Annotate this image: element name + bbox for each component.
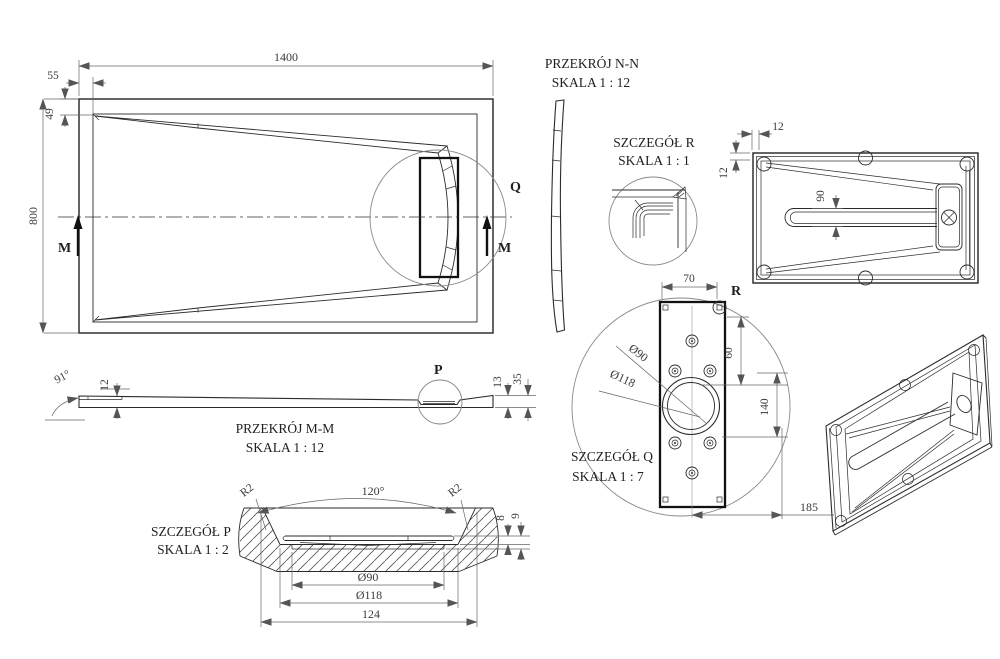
corner-moulding [632,186,687,238]
drain-opening-outer [661,376,721,436]
slope-band-top [94,115,449,154]
dim-140: 140 [759,398,771,416]
drain-plate-bottom [935,183,963,251]
section-nn: PRZEKRÓJ N-N SKALA 1 : 12 [545,56,639,333]
detail-r-scale: SKALA 1 : 1 [618,153,690,168]
iso-drain-plate [949,372,983,436]
plan-view: Q M M 1400 55 49 800 [26,50,521,334]
dim-8: 8 [495,515,507,521]
detail-p-title: SZCZEGÓŁ P [151,524,231,539]
dim-dia118: Ø118 [608,366,638,390]
foot-mid [858,150,873,166]
section-nn-title: PRZEKRÓJ N-N [545,56,639,71]
rib-slot [784,208,937,227]
dim-70: 70 [683,273,695,285]
isometric-view [825,334,993,536]
end-wall-arc-inner [437,152,449,284]
section-mm-profile [78,394,494,409]
tray-outline [78,98,494,334]
detail-q-circle [369,149,507,287]
section-m-arrow-right [482,215,492,229]
section-mm-scale: SKALA 1 : 12 [246,440,324,455]
foot-corner [959,156,975,172]
dim-dia118-p: Ø118 [356,588,382,602]
bottom-outline [752,152,979,284]
section-m-label-right: M [498,241,511,256]
detail-p-circle [417,379,463,425]
dim-91deg: 91° [53,368,73,386]
section-m-label-left: M [58,241,71,256]
detail-q-title: SZCZEGÓŁ Q [571,449,653,464]
dim-9: 9 [510,513,522,519]
dim-800: 800 [26,207,40,225]
bottom-view: 12 12 90 [718,121,979,286]
foot-corner [756,264,772,280]
detail-r-marker [712,300,727,315]
dim-35: 35 [512,373,524,385]
detail-p-label: P [434,363,443,378]
dim-55: 55 [47,70,59,82]
dim-dia90: Ø90 [626,341,651,365]
iso-rib-slot [848,401,956,470]
detail-p-body-hatch [240,508,497,572]
drain-opening-inner [667,382,715,430]
dim-13: 13 [492,376,504,388]
dim-12-top: 12 [772,121,784,133]
drain-cover-plan [418,156,460,279]
detail-q: Ø90 Ø118 70 R 60 140 185 SZCZEGÓŁ Q SKAL… [571,273,834,519]
drain-hole [941,209,957,226]
dim-185: 185 [800,500,818,514]
section-m-arrow-left [73,215,83,229]
dim-60: 60 [723,347,735,359]
dim-120deg: 120° [362,484,385,498]
foot-corner [959,264,975,280]
dim-1400: 1400 [274,50,298,64]
detail-r-circle [608,176,698,266]
detail-r: SZCZEGÓŁ R SKALA 1 : 1 [608,135,698,266]
detail-r-title: SZCZEGÓŁ R [613,135,694,150]
tray-rim [92,113,478,323]
dim-r2-right: R2 [446,482,464,500]
section-nn-profile [550,99,566,333]
drain-cover-section [282,535,455,546]
dim-124: 124 [362,607,380,621]
section-nn-scale: SKALA 1 : 12 [552,75,630,90]
slope-band-bottom [94,282,449,321]
detail-q-label: Q [510,180,521,195]
detail-r-label: R [731,284,742,299]
section-mm-title: PRZEKRÓJ M-M [236,421,335,436]
dim-12-left: 12 [718,167,730,179]
detail-p-scale: SKALA 1 : 2 [157,542,229,557]
screw-holes [668,334,717,480]
detail-q-bubble [571,297,791,517]
dim-r2-left: R2 [238,482,256,500]
detail-q-scale: SKALA 1 : 7 [572,469,644,484]
iso-drain-hole [956,395,972,413]
drain-plate-detail [658,300,727,509]
dim-49: 49 [44,108,56,120]
dim-12-rim: 12 [99,379,111,391]
foot-mid [858,270,873,286]
foot-corner [756,156,772,172]
dim-dia90-p: Ø90 [358,570,379,584]
dim-90-slot: 90 [815,190,827,202]
section-mm: P 91° 12 13 35 PRZEKRÓJ M-M SKALA 1 : 12 [45,363,536,455]
detail-p: 120° R2 R2 8 9 Ø90 Ø118 124 SZCZEGÓŁ P S… [151,482,530,627]
